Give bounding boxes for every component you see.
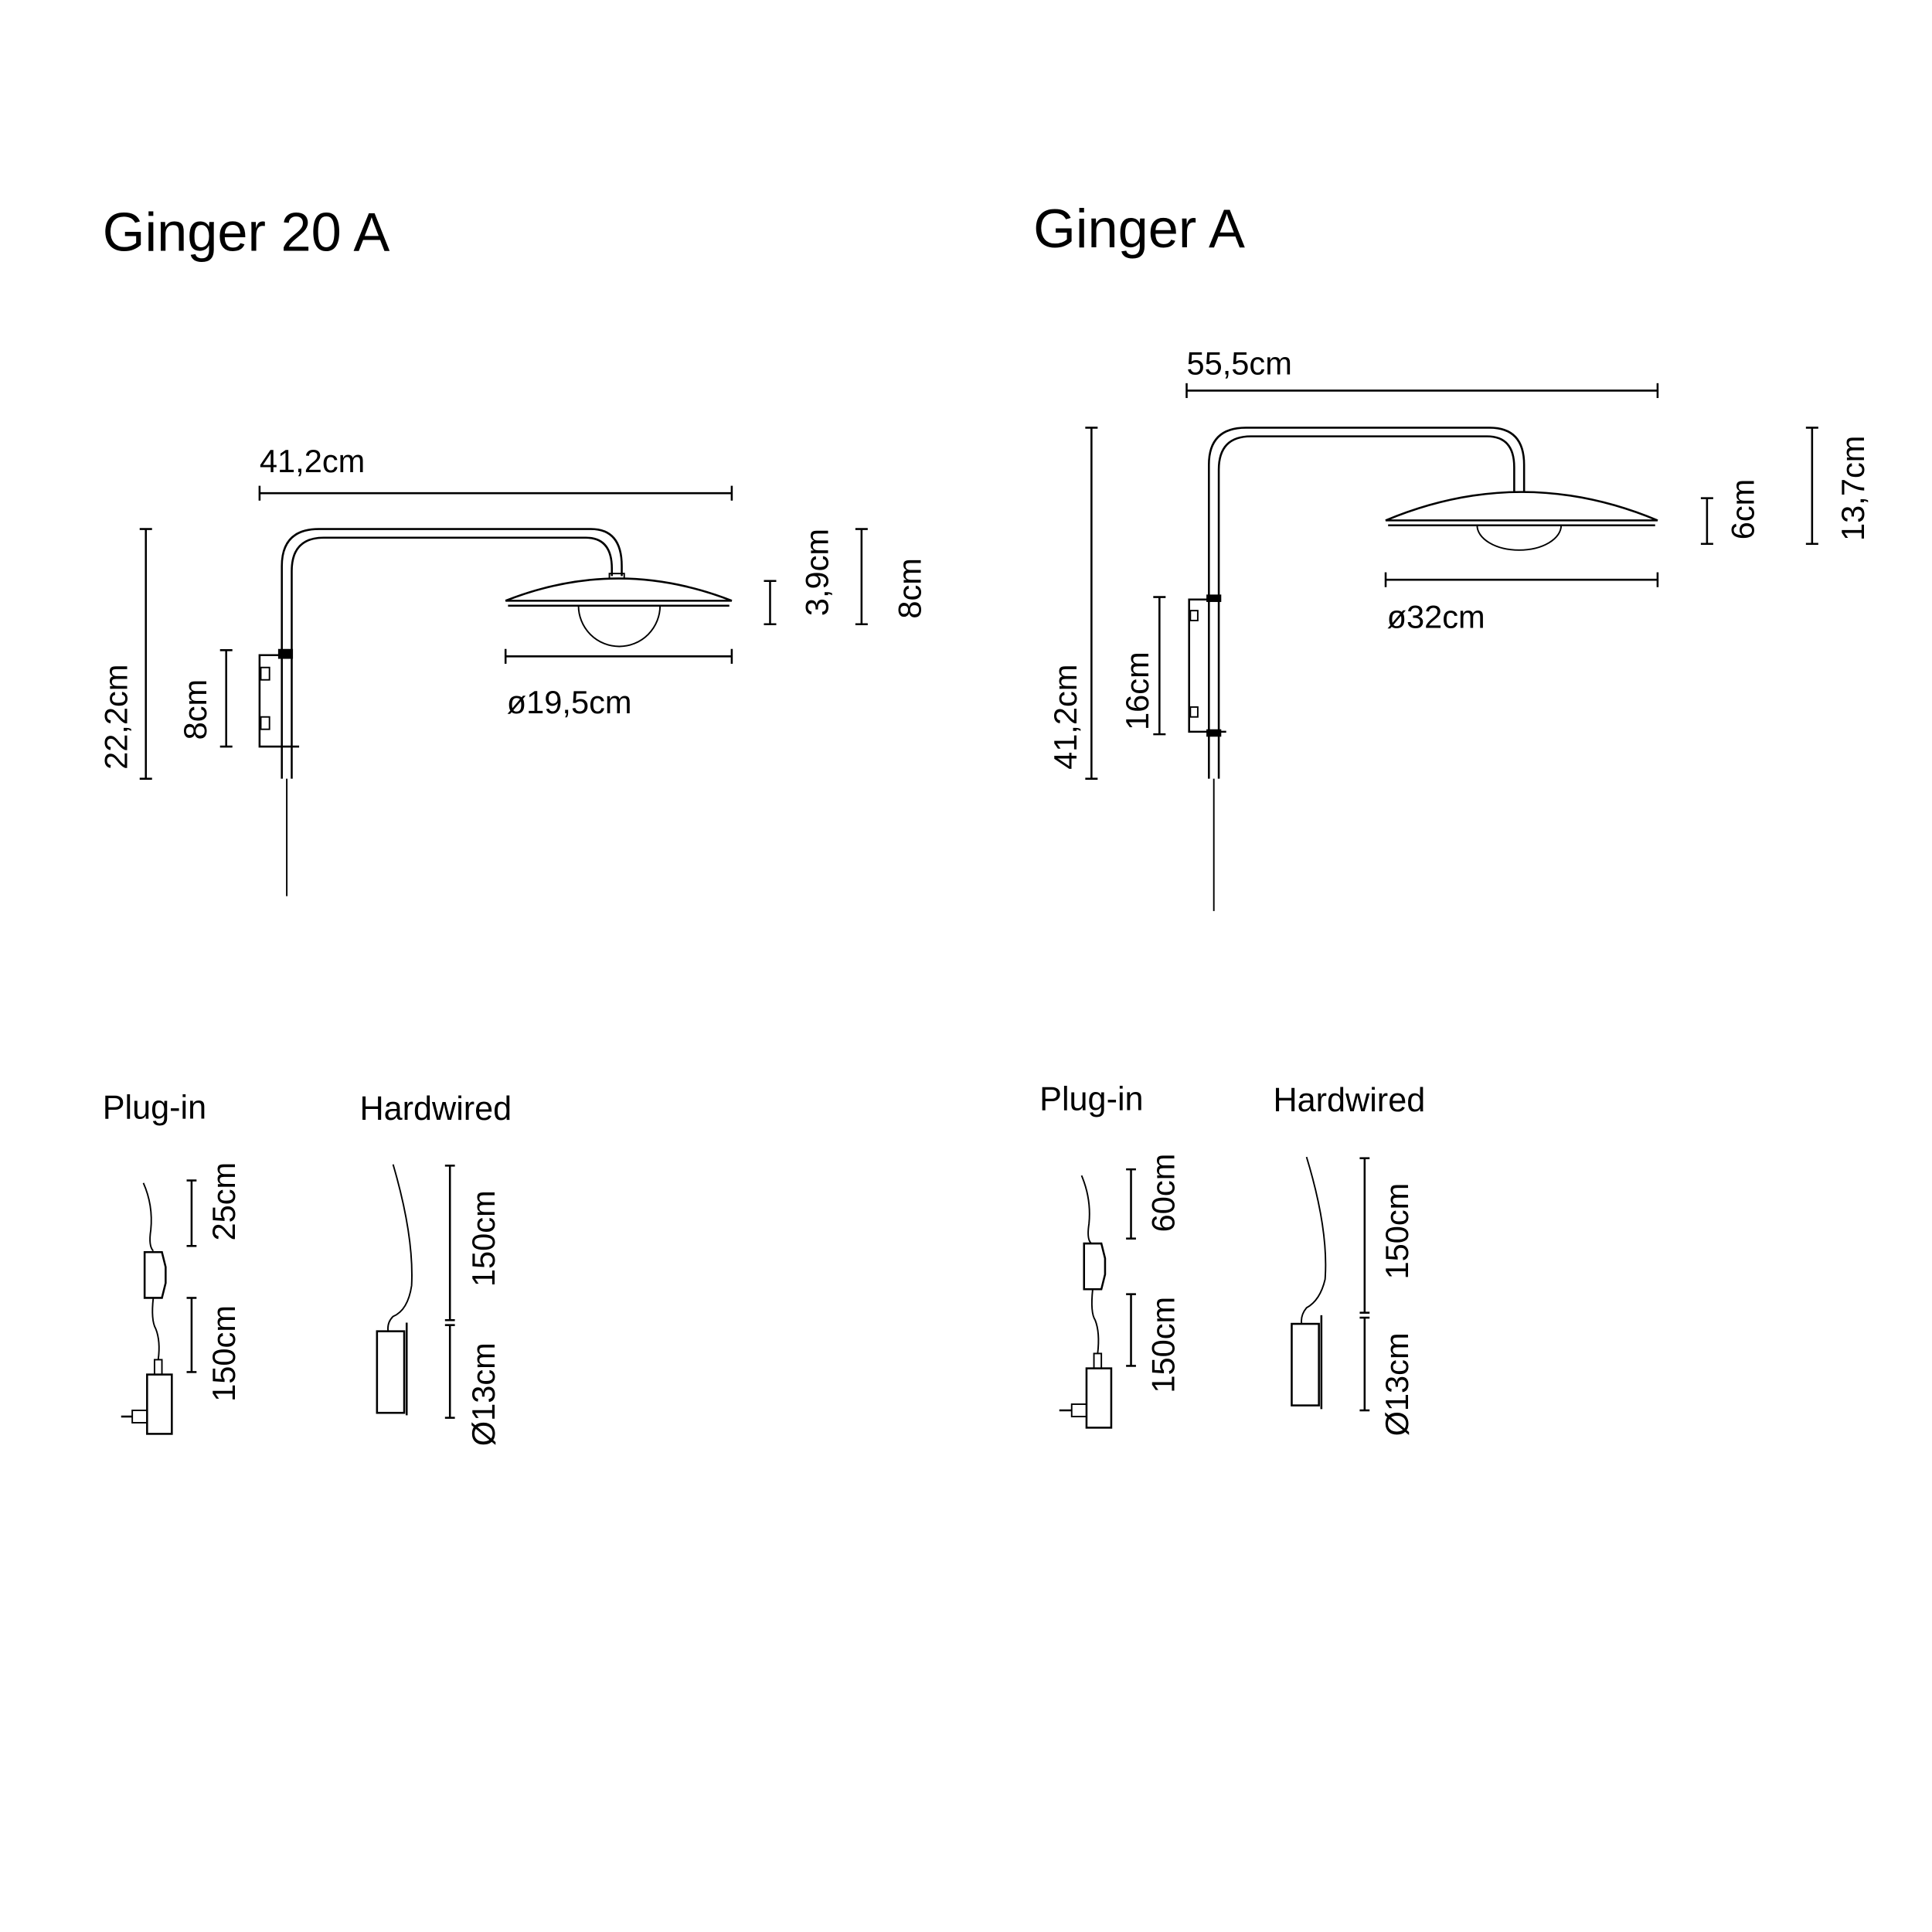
shade-diameter-label: ø32cm [1387, 599, 1485, 635]
bracket-dimension: 8cm [177, 649, 233, 748]
width-label: 55,5cm [1187, 345, 1292, 382]
head-height-dimension: 8cm [855, 528, 928, 626]
hardwired-option: Hardwired 150cm Ø13cm [359, 1090, 512, 1446]
shade-height-label: 6cm [1725, 479, 1761, 540]
head-height-dimension: 13,7cm [1805, 427, 1871, 546]
hardwired-box-diameter-label: Ø13cm [1379, 1332, 1415, 1436]
head-height-label: 13,7cm [1835, 436, 1871, 541]
ginger-a-panel: Ginger A 55,5cm 41,2cm 16cm [1033, 198, 1871, 1437]
shade-height-label: 3,9cm [799, 529, 835, 616]
bracket-dimension: 16cm [1119, 596, 1166, 736]
model-title: Ginger 20 A [103, 202, 390, 263]
hardwired-box-diameter-label: Ø13cm [465, 1342, 502, 1446]
height-dimension: 22,2cm [98, 528, 152, 780]
shade-diameter-dimension: ø19,5cm [504, 648, 733, 720]
plug-in-top-cord-label: 25cm [206, 1162, 242, 1241]
width-dimension: 55,5cm [1185, 345, 1659, 399]
shade-height-dimension: 3,9cm [764, 529, 835, 626]
height-label: 41,2cm [1047, 665, 1083, 770]
plug-in-option: Plug-in 60cm 150cm [1039, 1080, 1182, 1429]
width-label: 41,2cm [260, 443, 365, 479]
plug-in-label: Plug-in [1039, 1080, 1143, 1117]
shade-diameter-label: ø19,5cm [507, 684, 632, 720]
plug-in-option: Plug-in 25cm 150cm [103, 1090, 242, 1435]
plug-in-bottom-cord-label: 150cm [206, 1305, 242, 1402]
height-label: 22,2cm [98, 665, 134, 770]
lamp-drawing [258, 528, 733, 896]
shade-diameter-dimension: ø32cm [1384, 572, 1659, 635]
plug-in-bottom-cord-label: 150cm [1145, 1297, 1182, 1393]
hardwired-option: Hardwired 150cm Ø13cm [1273, 1082, 1425, 1436]
hardwired-cord-label: 150cm [465, 1190, 502, 1287]
hardwired-label: Hardwired [359, 1090, 512, 1128]
model-title: Ginger A [1033, 198, 1245, 259]
ginger-20-a-panel: Ginger 20 A 41,2cm 22,2cm 8cm [98, 202, 928, 1447]
plug-in-top-cord-label: 60cm [1145, 1154, 1182, 1233]
shade-height-dimension: 6cm [1700, 479, 1761, 546]
hardwired-cord-label: 150cm [1379, 1183, 1415, 1280]
height-dimension: 41,2cm [1047, 427, 1098, 780]
width-dimension: 41,2cm [258, 443, 733, 501]
bracket-height-label: 16cm [1119, 651, 1155, 730]
lamp-drawing [1188, 427, 1658, 911]
bracket-height-label: 8cm [177, 679, 213, 740]
hardwired-label: Hardwired [1273, 1082, 1425, 1119]
head-height-label: 8cm [892, 558, 928, 619]
plug-in-label: Plug-in [103, 1090, 206, 1127]
